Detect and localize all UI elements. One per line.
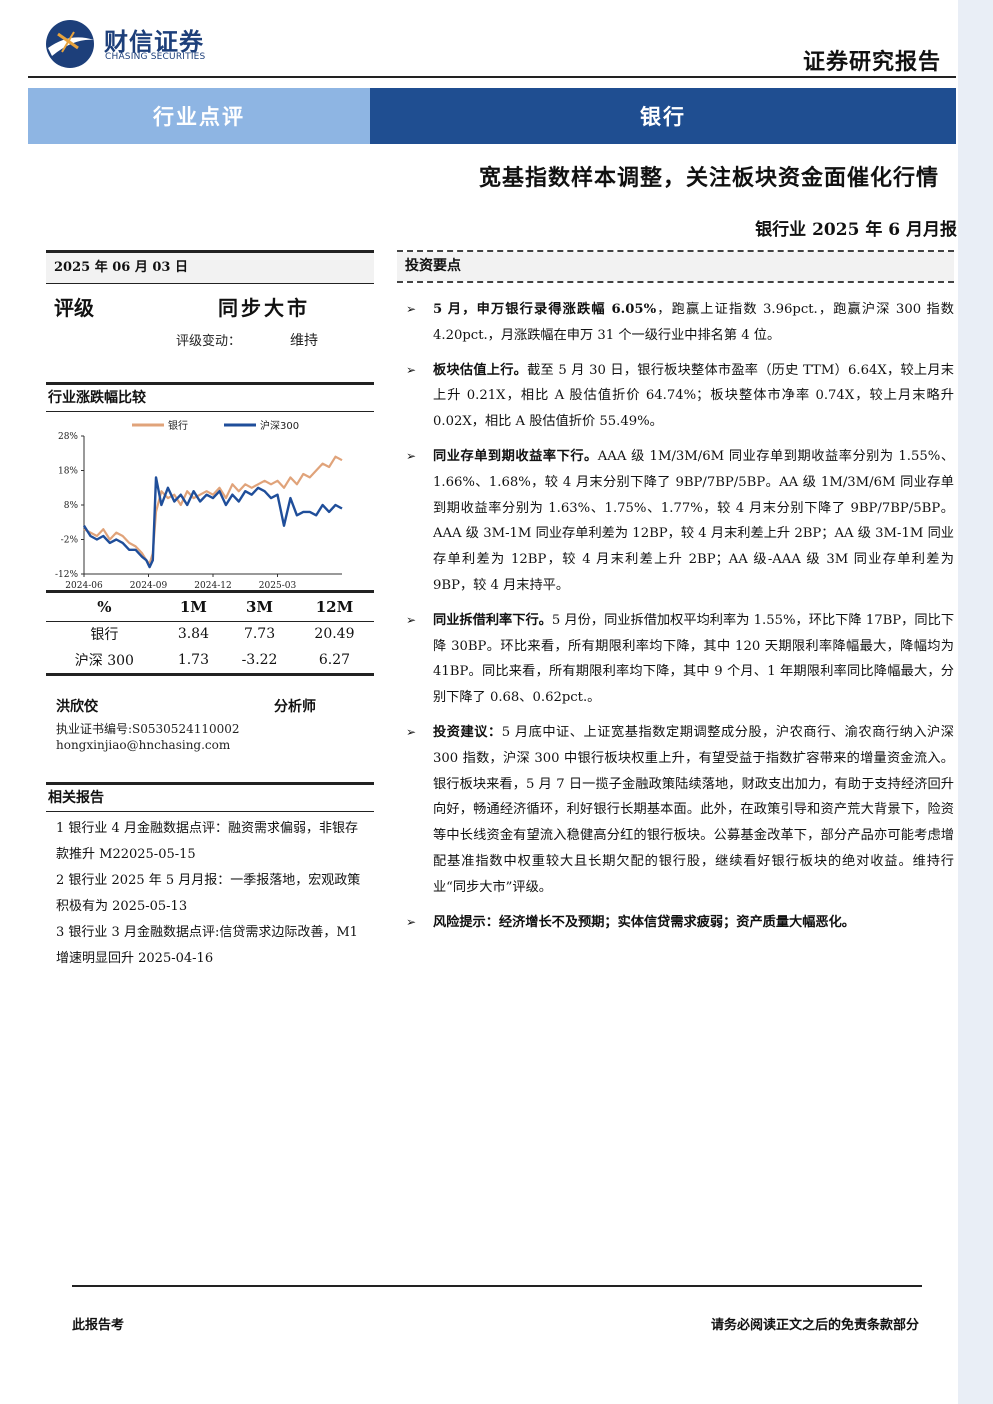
analyst-info: 洪欣佼 分析师 执业证书编号:S0530524110002 hongxinjia…	[46, 676, 374, 768]
arrow-bullet-icon: ➢	[406, 724, 417, 739]
table-cell: 1.73	[177, 652, 209, 668]
rating-row: 评级 同步大市	[46, 284, 374, 324]
arrow-bullet-icon: ➢	[406, 362, 417, 377]
related-report-item[interactable]: 1 银行业 4 月金融数据点评：融资需求偏弱，非银存款推升 M22025-05-…	[56, 821, 358, 862]
header-divider	[28, 76, 956, 78]
report-title: 宽基指数样本调整，关注板块资金面催化行情	[478, 165, 939, 191]
logo-chinese-name: 财信证券	[104, 28, 204, 56]
x-tick-label: 2024-09	[130, 581, 168, 590]
related-reports-heading: 相关报告	[48, 790, 104, 806]
table-row: 银行 3.84 7.73 20.49	[46, 621, 374, 647]
footer-divider	[72, 1285, 922, 1287]
y-tick-label: -2%	[61, 536, 79, 546]
analyst-title: 分析师	[274, 699, 316, 715]
highlight-text: AAA 级 1M/3M/6M 同业存单到期收益率分别为 1.55%、1.66%、…	[433, 448, 954, 593]
footer-note: 此报告考	[72, 1318, 125, 1333]
highlight-item: ➢ 同业拆借利率下行。5 月份，同业拆借加权平均利率为 1.55%，环比下降 1…	[397, 608, 954, 711]
disclaimer-note: 请务必阅读正文之后的免责条款部分	[710, 1318, 919, 1333]
arrow-bullet-icon: ➢	[406, 612, 417, 627]
arrow-bullet-icon: ➢	[406, 448, 417, 463]
rating-change-label: 评级变动：	[176, 334, 242, 349]
arrow-bullet-icon: ➢	[406, 302, 417, 316]
table-cell: 6.27	[318, 652, 351, 668]
highlight-lead: 5 月，申万银行录得涨跌幅 6.05%	[433, 302, 657, 317]
highlight-item: ➢ 5 月，申万银行录得涨跌幅 6.05%，跑赢上证指数 3.96pct.，跑赢…	[397, 297, 954, 349]
highlight-text: 5 月份，同业拆借加权平均利率为 1.55%，环比下降 17BP，同比下降 30…	[433, 612, 955, 706]
y-tick-label: 28%	[58, 432, 78, 442]
report-type: 证券研究报告	[802, 49, 941, 75]
category-label: 行业点评	[153, 104, 245, 129]
highlight-lead: 风险提示：经济增长不及预期；实体信贷需求疲弱；资产质量大幅恶化。	[433, 914, 855, 930]
table-cell: 银行	[90, 627, 119, 644]
x-tick-label: 2024-06	[65, 581, 103, 590]
rating-value: 同步大市	[218, 296, 310, 320]
x-tick-label: 2025-03	[259, 581, 297, 590]
y-tick-label: 8%	[64, 501, 79, 511]
industry-label: 银行	[640, 104, 686, 129]
highlight-text: ，跑赢上证指数 3.96pct.，跑赢沪深 300 指数 4.20pct.，月涨…	[433, 302, 954, 343]
highlight-item: ➢ 风险提示：经济增长不及预期；实体信贷需求疲弱；资产质量大幅恶化。	[397, 910, 954, 936]
table-cell: 20.49	[314, 626, 355, 643]
highlight-item: ➢ 板块估值上行。截至 5 月 30 日，银行板块整体市盈率（历史 TTM）6.…	[397, 358, 954, 435]
analyst-certificate: 执业证书编号:S0530524110002	[56, 722, 240, 736]
table-header-row: % 1M 3M 12M	[46, 593, 374, 621]
x-tick-label: 2024-12	[194, 581, 231, 590]
logo-mark-icon	[46, 20, 94, 68]
table-cell: -3.22	[241, 652, 278, 668]
highlight-item: ➢ 投资建议：5 月底中证、上证宽基指数定期调整成分股，沪农商行、渝农商行纳入沪…	[397, 720, 954, 901]
report-date: 2025 年 06 月 03 日	[46, 253, 374, 283]
y-tick-label: -12%	[55, 570, 78, 580]
table-cell: 3.84	[177, 626, 209, 643]
table-cell: 7.73	[243, 626, 276, 643]
table-header: 3M	[246, 597, 274, 616]
industry-band: 银行	[370, 88, 956, 144]
analyst-email[interactable]: hongxinjiao@hnchasing.com	[56, 738, 231, 752]
highlight-lead: 同业存单到期收益率下行。	[433, 448, 598, 464]
related-report-item[interactable]: 2 银行业 2025 年 5 月月报：一季报落地，宏观政策积极有为 2025-0…	[56, 873, 361, 914]
legend-label: 沪深300	[260, 419, 299, 432]
related-report-item[interactable]: 3 银行业 3 月金融数据点评:信贷需求边际改善，M1 增速明显回升 2025-…	[56, 925, 358, 966]
industry-performance-chart: 28% 18% 8% -2% -12%2024-06 2024-09 2024-12 2025…	[46, 412, 374, 590]
highlight-text: 5 月底中证、上证宽基指数定期调整成分股，沪农商行、渝农商行纳入沪深 300 指…	[433, 724, 954, 895]
highlight-item: ➢ 同业存单到期收益率下行。AAA 级 1M/3M/6M 同业存单到期收益率分别…	[397, 444, 954, 599]
highlights-heading: 投资要点	[397, 252, 954, 281]
rating-label: 评级	[54, 296, 94, 320]
legend-label: 银行	[168, 419, 188, 432]
rating-change-row: 评级变动： 维持	[46, 324, 374, 354]
logo-english-name: CHASING SECURITIES	[105, 52, 206, 62]
series-line-csi300	[82, 476, 343, 569]
table-header: %	[97, 597, 112, 616]
highlight-text: 截至 5 月 30 日，银行板块整体市盈率（历史 TTM）6.64X，较上月末上…	[433, 362, 954, 430]
arrow-bullet-icon: ➢	[406, 914, 417, 929]
analyst-name: 洪欣佼	[56, 699, 98, 715]
series-line-bank	[83, 455, 343, 565]
chart-heading: 行业涨跌幅比较	[48, 390, 146, 406]
category-band: 行业点评	[28, 88, 370, 144]
left-sidebar: 2025 年 06 月 03 日 评级 同步大市 评级变动： 维持 行业涨跌幅比…	[46, 250, 374, 972]
table-header: 1M	[179, 597, 207, 616]
highlight-lead: 板块估值上行。	[433, 362, 528, 378]
investment-highlights: 投资要点 ➢ 5 月，申万银行录得涨跌幅 6.05%，跑赢上证指数 3.96pc…	[397, 250, 954, 944]
highlights-list: ➢ 5 月，申万银行录得涨跌幅 6.05%，跑赢上证指数 3.96pct.，跑赢…	[397, 283, 954, 935]
performance-table: % 1M 3M 12M 银行 3.84 7.73 20.49 沪深 300 1.…	[46, 593, 374, 673]
highlight-lead: 投资建议：	[433, 724, 502, 740]
table-cell: 沪深 300	[74, 653, 134, 669]
side-strip	[958, 0, 993, 1404]
rating-change-value: 维持	[290, 333, 318, 349]
table-header: 12M	[315, 597, 354, 616]
highlight-lead: 同业拆借利率下行。	[433, 612, 552, 628]
line-chart: 28% 18% 8% -2% -12%2024-06 2024-09 2024-12 2025…	[55, 419, 343, 590]
report-subtitle: 银行业 2025 年 6 月月报	[755, 220, 957, 240]
table-row: 沪深 300 1.73 -3.22 6.27	[46, 647, 374, 673]
y-tick-label: 18%	[58, 467, 78, 477]
company-logo: 财信证券 CHASING SECURITIES	[44, 18, 224, 70]
